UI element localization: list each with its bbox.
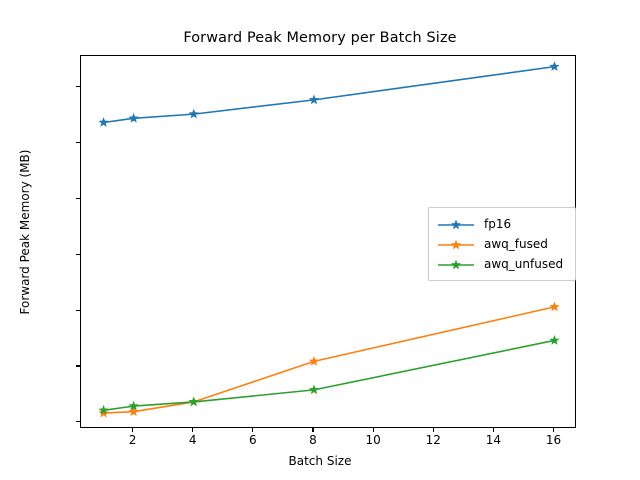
legend-item-fp16: fp16: [429, 214, 575, 234]
data-point-marker: [549, 301, 560, 312]
x-axis-label: Batch Size: [288, 454, 352, 468]
x-tick-mark: [372, 428, 374, 432]
y-tick-mark: [76, 197, 80, 199]
data-point-marker: [308, 384, 320, 395]
x-tick-label: 14: [485, 433, 501, 447]
legend-label-awq_fused: awq_fused: [484, 237, 548, 251]
series-line-awq_unfused: [103, 339, 555, 412]
legend-item-awq_unfused: awq_unfused: [429, 254, 575, 274]
series-line-awq_fused: [103, 306, 555, 414]
x-tick-label: 6: [249, 433, 257, 447]
data-point-marker: [549, 61, 560, 71]
x-tick-mark: [192, 428, 194, 432]
x-tick-label: 2: [128, 433, 137, 447]
series-line-fp16: [103, 65, 555, 124]
x-tick-mark: [252, 428, 254, 432]
series-awq_fused: [98, 301, 560, 418]
legend-item-awq_fused: awq_fused: [429, 234, 575, 254]
x-tick-mark: [432, 428, 434, 432]
legend-swatch-fp16: [437, 217, 475, 231]
y-tick-mark: [76, 253, 80, 255]
legend: fp16 awq_fused awq_unfused: [428, 207, 576, 281]
y-tick-mark: [76, 309, 80, 311]
data-point-marker: [128, 112, 139, 123]
legend-label-awq_unfused: awq_unfused: [484, 257, 564, 271]
data-point-marker: [98, 407, 109, 418]
y-tick-mark: [76, 365, 80, 367]
series-fp16: [98, 61, 560, 127]
data-point-marker: [188, 396, 199, 407]
y-tick-mark: [76, 86, 80, 88]
legend-label-fp16: fp16: [484, 217, 512, 231]
data-point-marker: [188, 108, 199, 119]
x-tick-label: 8: [309, 433, 317, 447]
legend-swatch-awq_unfused: [437, 257, 475, 271]
y-tick-mark: [76, 421, 80, 423]
data-point-marker: [308, 94, 320, 105]
legend-swatch-awq_fused: [437, 237, 475, 251]
series-awq_unfused: [98, 335, 560, 415]
y-axis-label: Forward Peak Memory (MB): [18, 149, 32, 315]
x-tick-mark: [312, 428, 314, 432]
series-canvas: [98, 61, 560, 418]
y-tick-mark: [76, 141, 80, 144]
x-tick-mark: [492, 428, 494, 432]
data-point-marker: [128, 400, 139, 411]
data-point-marker: [128, 406, 139, 417]
x-tick-mark: [132, 428, 134, 432]
chart-title: Forward Peak Memory per Batch Size: [183, 30, 457, 46]
data-point-marker: [549, 335, 560, 345]
x-tick-label: 4: [188, 433, 197, 447]
data-point-marker: [308, 355, 320, 366]
data-point-marker: [98, 404, 109, 415]
x-tick-label: 16: [545, 433, 562, 447]
data-point-marker: [98, 117, 109, 127]
x-tick-mark: [552, 428, 555, 432]
x-tick-label: 12: [425, 433, 441, 447]
x-tick-label: 10: [365, 433, 381, 447]
